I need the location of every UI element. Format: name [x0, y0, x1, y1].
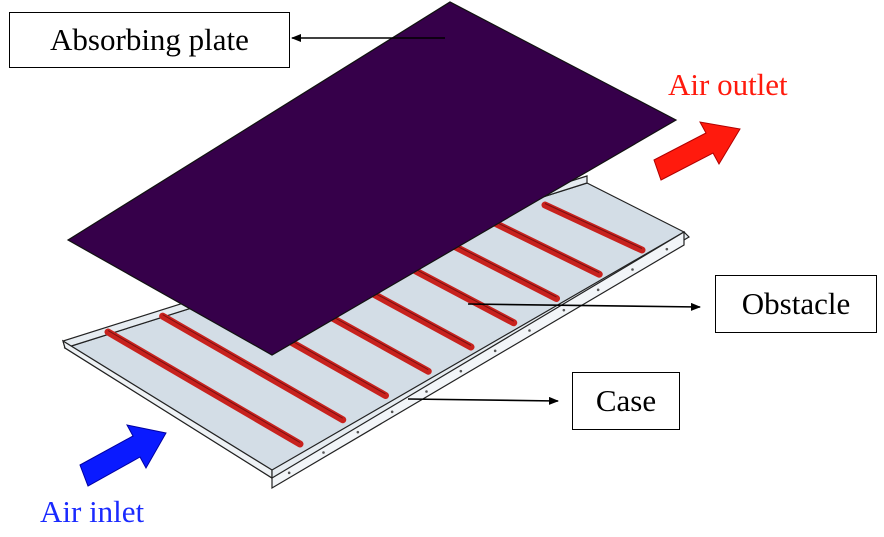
- rivet: [528, 329, 531, 332]
- air-outlet-label: Air outlet: [668, 67, 788, 102]
- rivet: [287, 471, 291, 475]
- obstacles: [104, 201, 646, 448]
- rivet: [665, 247, 669, 251]
- obstacle-bar: [159, 312, 347, 424]
- absorbing-plate: [66, 1, 678, 356]
- obstacle-bar: [104, 328, 304, 448]
- air-inlet-label: Air inlet: [40, 494, 145, 529]
- obstacle-leader: [467, 302, 701, 311]
- rivet: [596, 288, 600, 292]
- obstacle-bar: [541, 201, 646, 254]
- rivet: [390, 410, 394, 414]
- air-outlet-arrow: [653, 121, 741, 181]
- obstacle-bar: [486, 217, 603, 278]
- absorbing-plate-label: Absorbing plate: [9, 12, 290, 68]
- obstacle-label: Obstacle: [715, 275, 877, 333]
- rivet: [493, 349, 497, 353]
- case-front-lip: [271, 230, 685, 490]
- rivet: [562, 308, 566, 312]
- air-inlet-arrow: [79, 424, 167, 487]
- obstacle-bar-edge: [490, 218, 600, 274]
- rivet: [425, 390, 428, 393]
- obstacle-bar-edge: [544, 203, 643, 249]
- rivet: [459, 369, 463, 373]
- obstacle-bar-edge: [162, 314, 343, 419]
- rivet: [631, 268, 634, 271]
- case-label: Case: [572, 372, 680, 430]
- case-leader: [407, 396, 559, 405]
- case-rivets: [287, 247, 669, 475]
- rivet: [356, 430, 360, 434]
- rivet: [322, 451, 325, 454]
- obstacle-bar-edge: [107, 330, 301, 443]
